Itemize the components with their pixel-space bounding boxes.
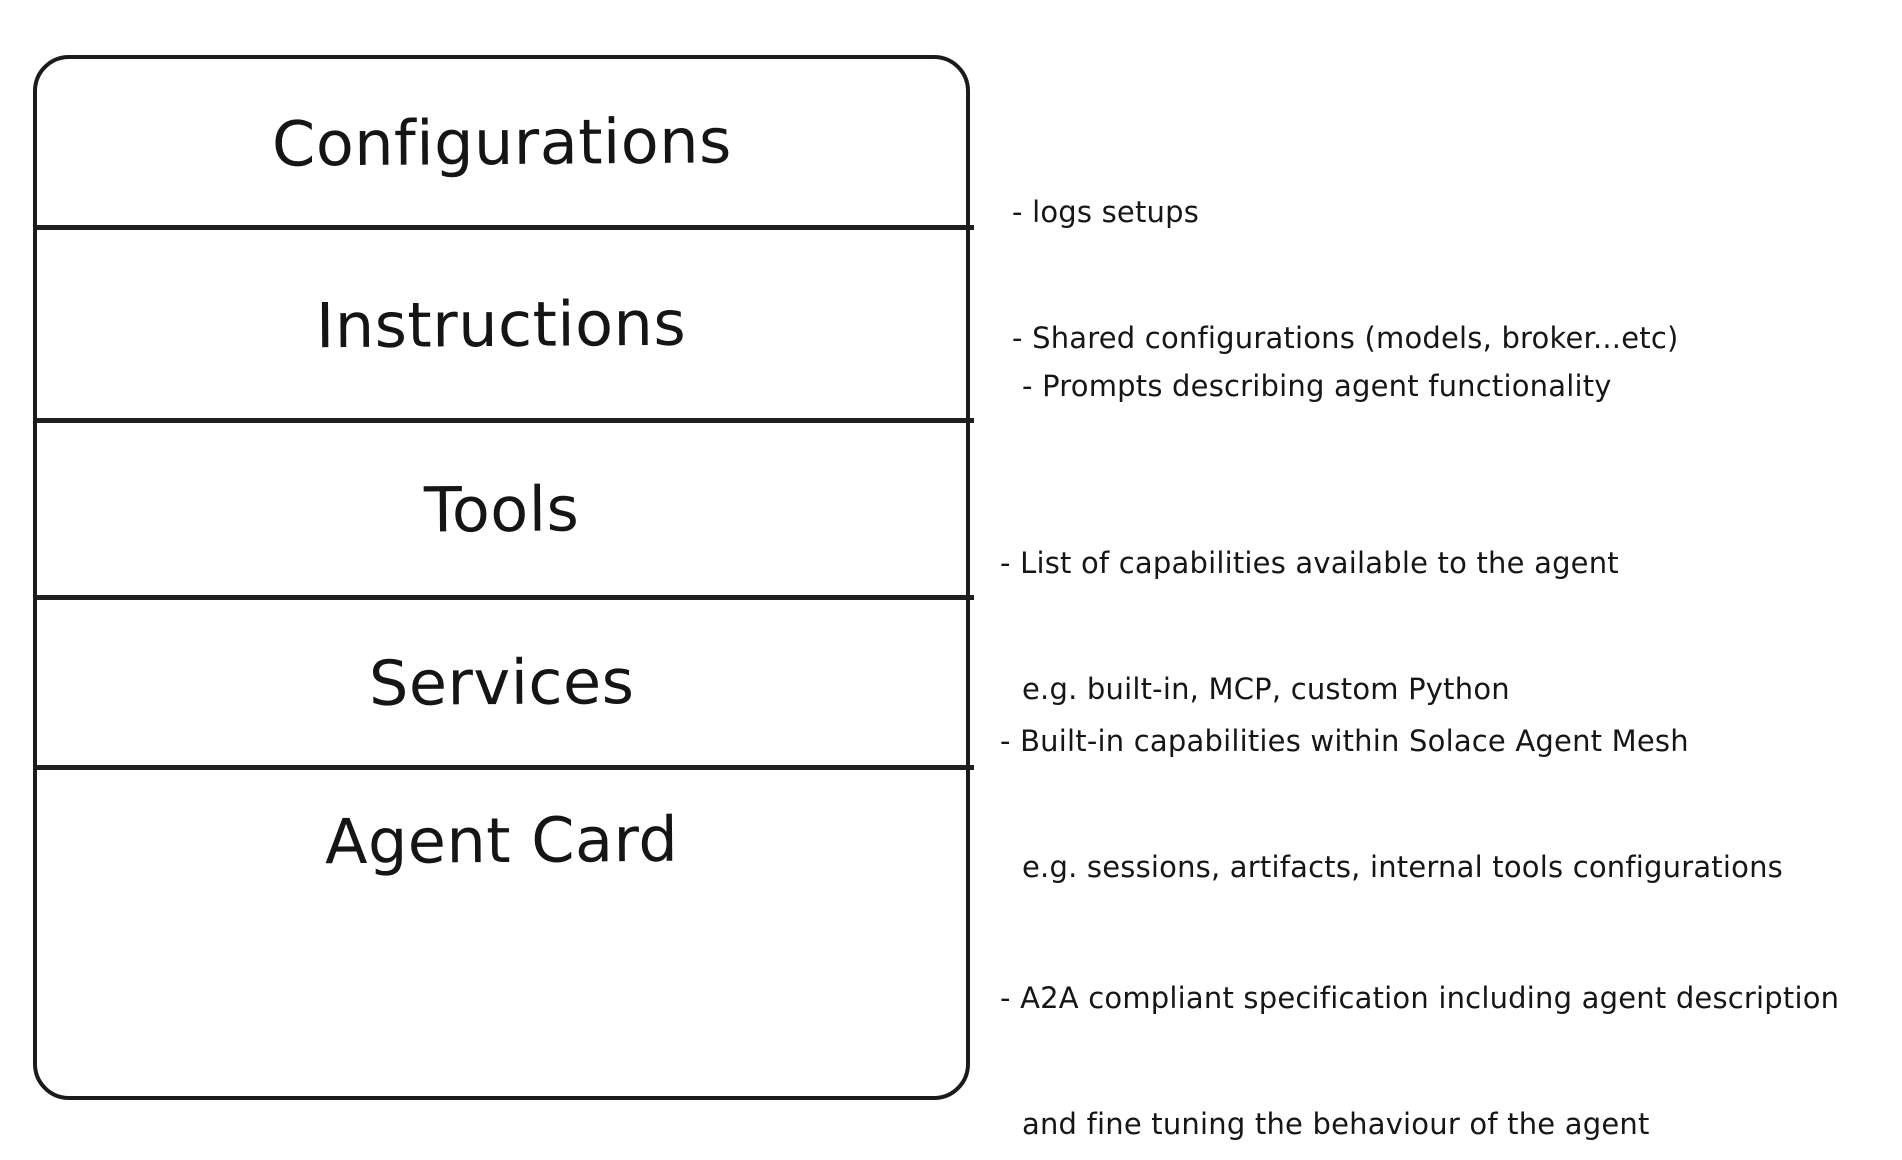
- stack-section-label-configurations: Configurations: [271, 103, 732, 181]
- annotation-line: e.g. built-in, MCP, custom Python: [1022, 672, 1510, 706]
- annotation-tools: - List of capabilities available to the …: [1000, 458, 1619, 794]
- stack-section-label-services: Services: [368, 645, 635, 720]
- stack-section-tools[interactable]: Tools: [37, 423, 966, 595]
- stack-section-agent-card[interactable]: Agent Card: [37, 770, 966, 910]
- annotation-line: - Shared configurations (models, broker.…: [1012, 321, 1679, 355]
- stack-section-label-agent-card: Agent Card: [324, 802, 679, 878]
- stack-divider-4: [37, 765, 974, 770]
- annotation-agent-card: - A2A compliant specification including …: [1000, 893, 1839, 1160]
- stack-section-configurations[interactable]: Configurations: [37, 59, 966, 225]
- stack-divider-1: [37, 225, 974, 230]
- annotation-line: - List of capabilities available to the …: [1000, 546, 1619, 580]
- stack-section-label-instructions: Instructions: [316, 286, 687, 362]
- stack-divider-2: [37, 418, 974, 423]
- annotation-line: - Built-in capabilities within Solace Ag…: [1000, 724, 1689, 758]
- stack-section-services[interactable]: Services: [37, 600, 966, 765]
- annotation-line: - logs setups: [1012, 195, 1200, 229]
- annotation-line: - A2A compliant specification including …: [1000, 981, 1840, 1015]
- stack-section-label-tools: Tools: [423, 471, 580, 547]
- annotation-instructions: - Prompts describing agent functionality: [1022, 281, 1612, 491]
- annotation-line: - Prompts describing agent functionality: [1022, 369, 1612, 403]
- annotation-services: - Built-in capabilities within Solace Ag…: [1000, 636, 1783, 972]
- annotation-line: and fine tuning the behaviour of the age…: [1022, 1107, 1650, 1141]
- annotation-configurations: - logs setups - Shared configurations (m…: [1012, 107, 1678, 443]
- stack-section-instructions[interactable]: Instructions: [37, 230, 966, 418]
- agent-stack-box: Configurations Instructions Tools Servic…: [33, 55, 974, 1100]
- annotation-line: e.g. sessions, artifacts, internal tools…: [1022, 850, 1783, 884]
- stack-divider-3: [37, 595, 974, 600]
